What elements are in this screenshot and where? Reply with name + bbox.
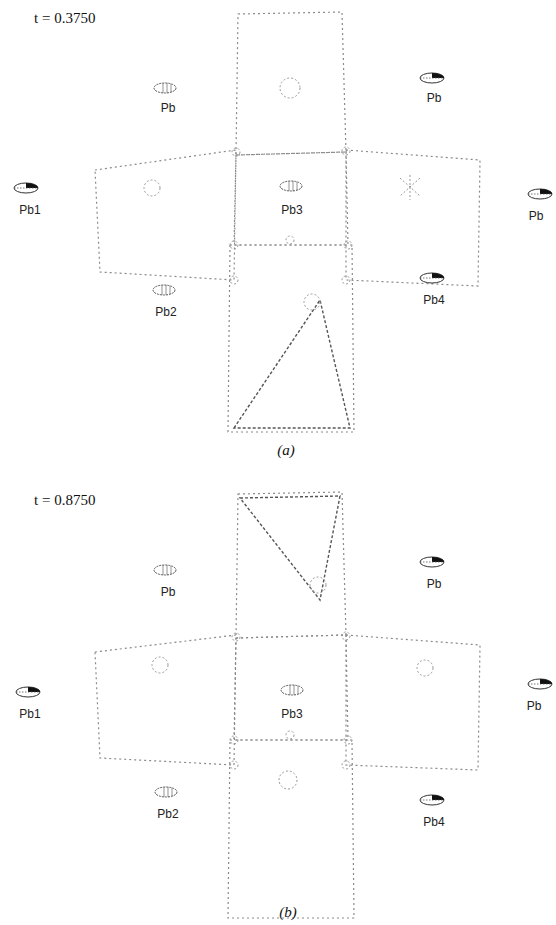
atom-label: Pb4 bbox=[423, 294, 444, 306]
atom-label: Pb bbox=[427, 578, 442, 590]
atom-label: Pb bbox=[161, 586, 176, 598]
atom-label: Pb2 bbox=[155, 306, 176, 318]
time-label: t = 0.8750 bbox=[34, 493, 95, 508]
atom-label: Pb bbox=[529, 210, 544, 222]
panel-label: (a) bbox=[277, 443, 295, 458]
panel-label: (b) bbox=[279, 905, 297, 920]
atom-label: Pb bbox=[427, 92, 442, 104]
atom-label: Pb4 bbox=[423, 816, 444, 828]
time-label: t = 0.3750 bbox=[34, 11, 95, 26]
atom-label: Pb1 bbox=[19, 204, 40, 216]
panel-a-polyhedra bbox=[14, 12, 552, 432]
atom-label: Pb1 bbox=[19, 708, 40, 720]
atom-label: Pb3 bbox=[281, 204, 302, 216]
panel-b-polyhedra bbox=[16, 492, 552, 918]
atom-label: Pb bbox=[161, 102, 176, 114]
atom-label: Pb3 bbox=[281, 708, 302, 720]
atom-label: Pb2 bbox=[157, 808, 178, 820]
atom-label: Pb bbox=[527, 700, 542, 712]
